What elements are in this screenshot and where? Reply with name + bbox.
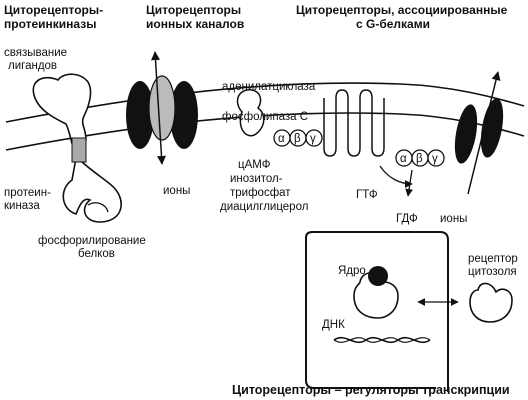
svg-text:Циторецепторы: Циторецепторы: [146, 3, 241, 17]
svg-text:β: β: [416, 153, 423, 165]
gdp-arrow: [405, 169, 413, 197]
nucleus-label: Ядро: [338, 265, 366, 277]
protein-kinase-receptor: [32, 73, 122, 223]
svg-text:γ: γ: [432, 153, 438, 165]
phospholipase-c-label: фосфолипаза С: [222, 111, 308, 123]
nuclear-receptor: [353, 266, 399, 319]
svg-text:γ: γ: [310, 133, 316, 145]
svg-text:протеинкиназы: протеинкиназы: [4, 17, 96, 31]
header-protein-kinase: Циторецепторы- протеинкиназы: [4, 3, 103, 31]
g-protein-coupled-receptor: [323, 89, 385, 157]
svg-text:протеин-: протеин-: [4, 187, 51, 199]
svg-text:киназа: киназа: [4, 200, 40, 212]
second-messengers-label: цАМФ инозитол- трифосфат диацилглицерол: [220, 159, 308, 213]
svg-text:связывание: связывание: [4, 47, 67, 59]
svg-text:Циторецепторы, ассоциированные: Циторецепторы, ассоциированные: [296, 3, 508, 17]
ion-channel-right: [454, 71, 504, 195]
cytosol-receptor: [469, 282, 513, 323]
svg-text:ионных каналов: ионных каналов: [146, 17, 244, 31]
svg-text:диацилглицерол: диацилглицерол: [220, 201, 308, 213]
header-ion-channels: Циторецепторы ионных каналов: [146, 3, 244, 31]
protein-kinase-label: протеин- киназа: [4, 187, 51, 212]
svg-text:фосфорилирование: фосфорилирование: [38, 235, 146, 247]
svg-text:β: β: [294, 133, 301, 145]
gtp-label: ГТФ: [356, 189, 378, 201]
dna-label: ДНК: [322, 319, 345, 331]
header-g-protein: Циторецепторы, ассоциированные с G-белка…: [296, 3, 508, 31]
svg-text:α: α: [400, 153, 407, 165]
adenylate-cyclase: [236, 89, 265, 137]
footer-caption: Циторецепторы – регуляторы транскрипции: [232, 383, 510, 397]
svg-text:цАМФ: цАМФ: [238, 159, 271, 171]
svg-text:α: α: [278, 133, 285, 145]
svg-text:рецептор: рецептор: [468, 253, 518, 265]
g-protein-right: α β γ: [395, 149, 445, 167]
svg-text:белков: белков: [78, 248, 115, 260]
ion-channel-left: [126, 51, 198, 165]
svg-text:Циторецепторы-: Циторецепторы-: [4, 3, 103, 17]
svg-text:инозитол-: инозитол-: [230, 173, 283, 185]
adenylate-cyclase-label: аденилатциклаза: [222, 81, 316, 93]
phosphorylation-label: фосфорилирование белков: [38, 235, 146, 260]
svg-text:лигандов: лигандов: [8, 60, 57, 72]
cell-membrane: [5, 82, 525, 151]
ligand-binding-label: связывание лигандов: [4, 47, 67, 72]
ions-right-label: ионы: [440, 213, 467, 225]
gdp-label: ГДФ: [396, 213, 418, 225]
svg-text:трифосфат: трифосфат: [230, 187, 291, 199]
gtp-gdp-arrow: [379, 165, 413, 188]
cytoplasm-compartment: [305, 231, 449, 392]
svg-text:цитозоля: цитозоля: [468, 266, 517, 278]
g-protein-membrane: α β γ: [273, 129, 323, 147]
cytosol-receptor-label: рецептор цитозоля: [468, 253, 518, 278]
svg-text:с G-белками: с G-белками: [356, 17, 430, 31]
ions-left-label: ионы: [163, 185, 190, 197]
